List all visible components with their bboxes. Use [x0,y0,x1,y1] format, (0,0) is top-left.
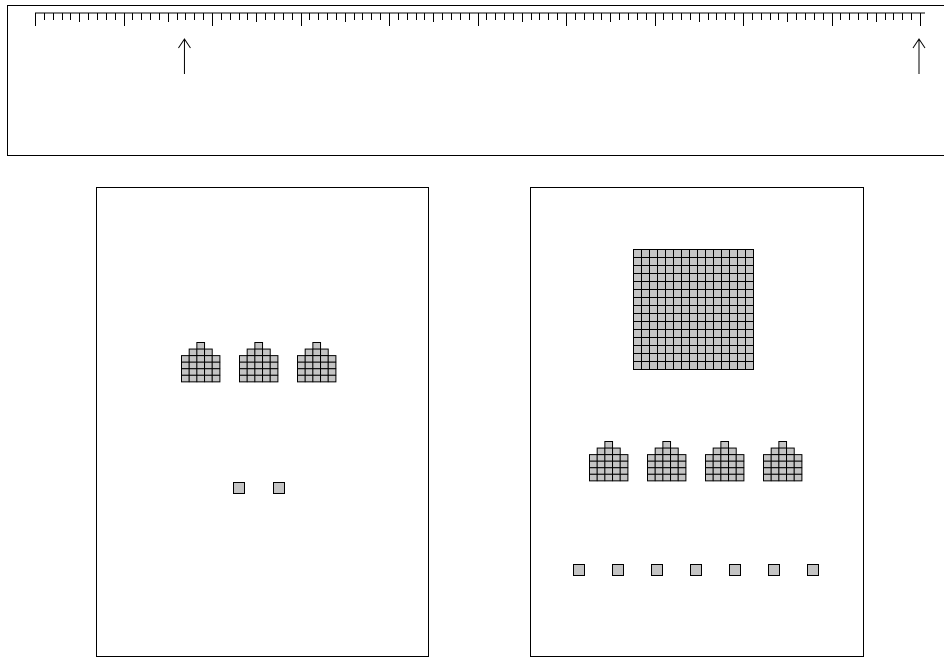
one-block-graphic [233,482,246,495]
one-block-graphic [651,564,664,577]
hundred-block[interactable] [633,249,754,370]
one-block-graphic [612,564,625,577]
one-block-graphic [807,564,820,577]
one-block[interactable] [729,564,742,577]
one-block[interactable] [573,564,586,577]
ten-block[interactable] [589,441,630,490]
one-block-graphic [729,564,742,577]
ten-block-graphic [763,441,804,490]
ten-block-graphic [705,441,746,490]
left-place-value-mat [96,187,429,657]
one-block-graphic [690,564,703,577]
ten-block-graphic [239,342,280,391]
ten-block[interactable] [297,342,338,391]
ten-block[interactable] [705,441,746,490]
ten-block-graphic [647,441,688,490]
one-block[interactable] [612,564,625,577]
ten-block[interactable] [763,441,804,490]
one-block[interactable] [273,482,286,495]
one-block[interactable] [690,564,703,577]
one-block-graphic [573,564,586,577]
ten-block-graphic [297,342,338,391]
number-line-panel [7,5,944,156]
ten-block-graphic [589,441,630,490]
hundred-block-graphic [633,249,754,370]
right-place-value-mat [530,187,864,657]
one-block[interactable] [233,482,246,495]
one-block-graphic [768,564,781,577]
ten-block[interactable] [647,441,688,490]
one-block[interactable] [807,564,820,577]
ten-block-graphic [181,342,222,391]
left-marker-arrow-icon[interactable] [178,39,190,74]
ten-block[interactable] [239,342,280,391]
one-block[interactable] [768,564,781,577]
ten-block[interactable] [181,342,222,391]
right-marker-arrow-icon[interactable] [913,39,925,74]
number-line-ruler [8,6,944,157]
one-block[interactable] [651,564,664,577]
one-block-graphic [273,482,286,495]
